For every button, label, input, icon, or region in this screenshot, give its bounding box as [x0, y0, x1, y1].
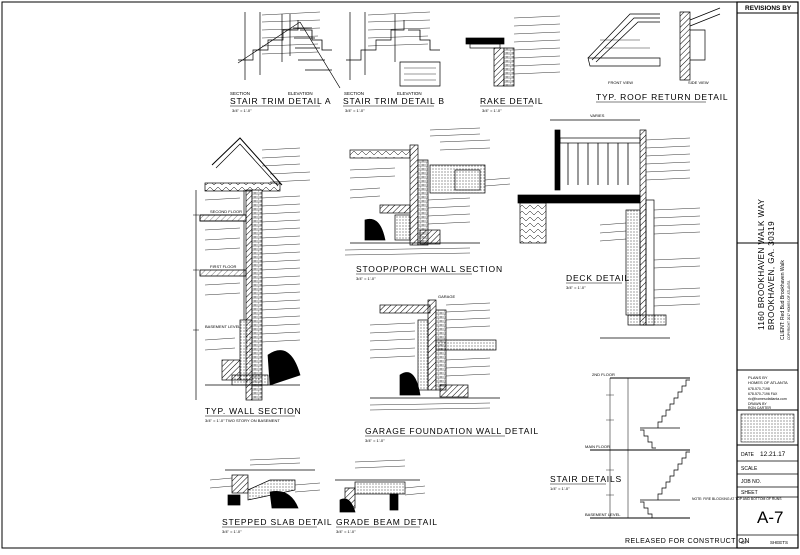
svg-text:678-570-7198: 678-570-7198: [748, 387, 770, 391]
of-label: OF: [741, 540, 748, 545]
garage-title: GARAGE FOUNDATION WALL DETAIL: [365, 426, 539, 436]
svg-text:HOMES OF ATLANTA: HOMES OF ATLANTA: [748, 380, 788, 385]
grade-beam-detail: [335, 459, 426, 513]
wall-section-title: TYP. WALL SECTION: [205, 406, 301, 416]
sheet-number: A-7: [757, 508, 783, 527]
wall-level-basement: BASEMENT LEVEL: [205, 324, 241, 329]
stair-level-2nd-floor: 2ND FLOOR: [592, 372, 615, 377]
stair-trim-b-title: STAIR TRIM DETAIL B: [343, 96, 445, 106]
job-label: JOB NO.: [741, 479, 761, 485]
deck-varies: VARIES: [590, 113, 605, 118]
typ-wall-section: [193, 137, 311, 401]
rake-title: RAKE DETAIL: [480, 96, 543, 106]
stepped-slab-scale: 3/4" = 1'-0": [222, 529, 242, 534]
stair-trim-detail-a: [237, 11, 341, 89]
stair-title: STAIR DETAILS: [550, 474, 622, 484]
rake-detail: [465, 15, 561, 87]
stamp-area: [740, 413, 795, 443]
stoop-porch-wall-section: [344, 127, 511, 256]
title-block: REVISIONS BY 1160 BROOKHAVEN WALK WAY BR…: [736, 1, 799, 549]
date-label: DATE: [741, 452, 755, 458]
stair-level-main-floor: MAIN FLOOR: [585, 444, 610, 449]
scale-label: SCALE: [741, 466, 758, 472]
stair-trim-a-elevation: ELEVATION: [288, 91, 313, 96]
stepped-slab-detail: [209, 457, 321, 509]
date-value: 12.21.17: [760, 451, 786, 458]
address-line2: BROOKHAVEN, GA. 30319: [767, 221, 776, 330]
garage-scale: 3/4" = 1'-0": [365, 438, 385, 443]
stoop-scale: 3/4" = 1'-0": [356, 276, 376, 281]
stair-details: [590, 377, 690, 519]
wall-level-first-floor: FIRST FLOOR: [210, 264, 236, 269]
plans-by-block: PLANS BY HOMES OF ATLANTA 678-570-7198 6…: [748, 375, 788, 410]
roof-return-detail: [587, 7, 721, 81]
sheet-label: SHEET: [741, 490, 758, 496]
svg-text:PLANS BY: PLANS BY: [748, 375, 768, 380]
garage-label: GARAGE: [438, 294, 455, 299]
stair-level-basement: BASEMENT LEVEL: [585, 512, 621, 517]
svg-text:678-570-7196 FAX: 678-570-7196 FAX: [748, 392, 778, 396]
stepped-slab-title: STEPPED SLAB DETAIL: [222, 517, 332, 527]
svg-text:RON CARTER: RON CARTER: [748, 406, 772, 410]
grade-beam-scale: 3/4" = 1'-0": [336, 529, 356, 534]
sheets-label: SHEETS: [770, 540, 788, 545]
stair-trim-a-title: STAIR TRIM DETAIL A: [230, 96, 331, 106]
svg-text:DRAWN BY: DRAWN BY: [748, 402, 767, 406]
roof-return-side-view: SIDE VIEW: [688, 80, 709, 85]
address-line1: 1160 BROOKHAVEN WALK WAY: [757, 198, 766, 330]
stair-trim-b-section: SECTION: [344, 91, 364, 96]
wall-level-second-floor: SECOND FLOOR: [210, 209, 242, 214]
client-line2: COPYRIGHT 2017 HOMES OF ATLANTA: [787, 280, 791, 340]
stair-trim-a-scale: 3/4" = 1'-0": [232, 108, 252, 113]
deck-title: DECK DETAIL: [566, 273, 630, 283]
wall-section-scale: 3/4" = 1'-0" TWO STORY ON BASEMENT: [205, 418, 280, 423]
roof-return-title: TYP. ROOF RETURN DETAIL: [596, 92, 728, 102]
client-line1: CLIENT: Red Bud Brookhaven Walk: [780, 260, 786, 340]
released-for-construction: RELEASED FOR CONSTRUCTION: [625, 538, 750, 545]
revisions-by-label: REVISIONS BY: [745, 5, 792, 12]
garage-foundation-wall-detail: [369, 299, 500, 411]
stair-trim-a-section: SECTION: [230, 91, 250, 96]
roof-return-front-view: FRONT VIEW: [608, 80, 633, 85]
stair-trim-detail-b: [346, 11, 441, 87]
stoop-title: STOOP/PORCH WALL SECTION: [356, 264, 503, 274]
svg-text:ric@homesofatlanta.com: ric@homesofatlanta.com: [748, 397, 787, 401]
deck-detail: [517, 119, 701, 339]
stair-scale: 1/4" = 1'-0": [550, 486, 570, 491]
stair-trim-b-scale: 3/4" = 1'-0": [345, 108, 365, 113]
stair-note: NOTE: FIRE BLOCKING AT TOP AND BOTTOM OF…: [692, 497, 782, 501]
rake-scale: 3/4" = 1'-0": [482, 108, 502, 113]
deck-scale: 3/4" = 1'-0": [566, 285, 586, 290]
grade-beam-title: GRADE BEAM DETAIL: [336, 517, 438, 527]
stair-trim-b-elevation: ELEVATION: [397, 91, 422, 96]
